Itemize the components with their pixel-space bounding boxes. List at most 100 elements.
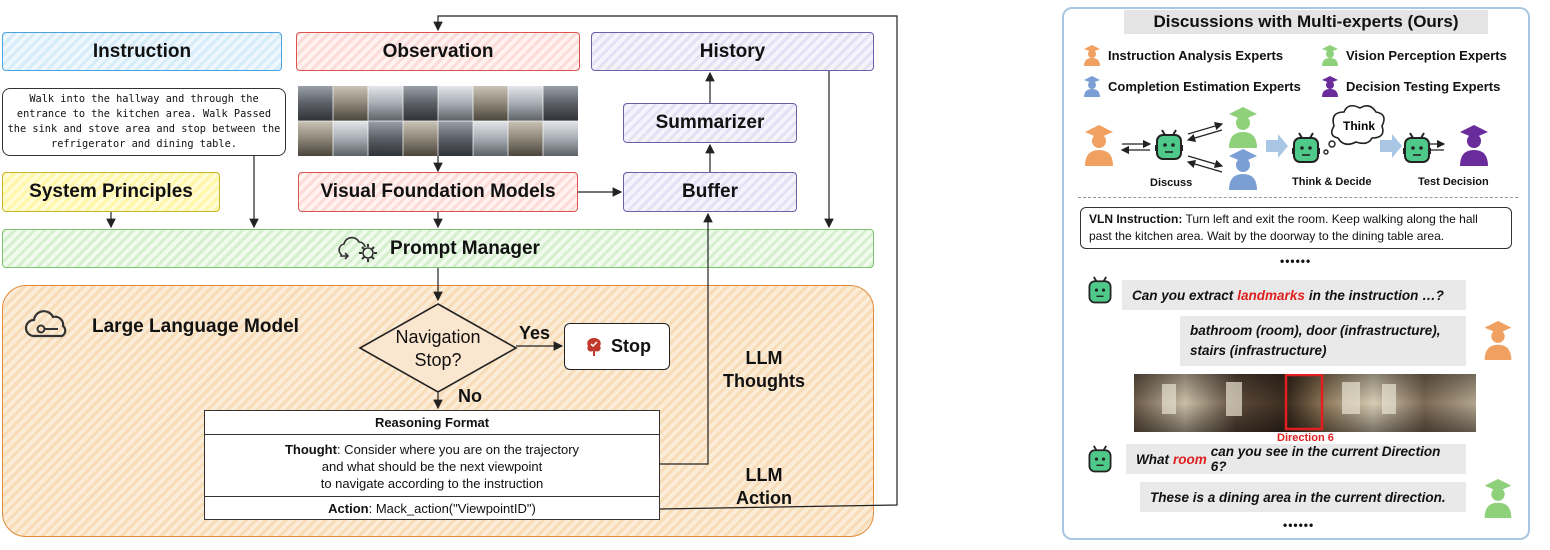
buffer-box: Buffer — [623, 172, 797, 212]
ellipsis-top: •••••• — [1280, 254, 1312, 268]
discuss-vision-expert — [1229, 107, 1257, 148]
flow-arrow-2 — [1380, 134, 1402, 158]
summarizer-box: Summarizer — [623, 103, 797, 143]
decision-text: Navigation Stop? — [358, 326, 518, 372]
robot-avatar-2 — [1088, 445, 1112, 473]
vln-text-2: past the kitchen area. Wait by the doorw… — [1089, 229, 1445, 243]
llm-action-line-1: LLM — [745, 465, 783, 485]
reasoning-title: Reasoning Format — [205, 411, 659, 435]
history-title: History — [699, 40, 766, 62]
thought-section: Thought: Consider where you are on the t… — [205, 435, 659, 497]
history-box: History — [591, 32, 874, 71]
vln-text-1: Turn left and exit the room. Keep walkin… — [1182, 212, 1478, 226]
llm-thoughts-line-2: Thoughts — [723, 371, 805, 391]
instruction-text-box: Walk into the hallway and through the en… — [2, 88, 286, 156]
reasoning-format-box: Reasoning Format Thought: Consider where… — [204, 410, 660, 520]
legend-completion-estimation-label: Completion Estimation Experts — [1108, 78, 1301, 94]
think-cloud — [1323, 104, 1385, 155]
stage-think-label: Think & Decide — [1292, 176, 1372, 188]
panel-divider — [1078, 197, 1518, 198]
discuss-completion-expert — [1229, 149, 1257, 190]
discuss-robot — [1154, 129, 1184, 160]
q1-pre: Can you extract — [1132, 287, 1234, 303]
thought-label: Thought — [284, 442, 337, 457]
buffer-title: Buffer — [682, 181, 738, 202]
prompt-manager-box: Prompt Manager — [2, 229, 874, 268]
panel-title: Discussions with Multi-experts (Ours) — [1124, 10, 1488, 34]
a2-text: These is a dining area in the current di… — [1150, 489, 1446, 505]
decision-line-2: Stop? — [414, 350, 462, 370]
vfm-title: Visual Foundation Models — [320, 181, 556, 202]
legend-instruction-analysis: Instruction Analysis Experts — [1082, 44, 1283, 66]
llm-thoughts-label: LLM Thoughts — [712, 347, 816, 393]
thought-text-3: to navigate according to the instruction — [320, 476, 544, 491]
llm-thoughts-line-1: LLM — [745, 348, 783, 368]
no-label: No — [458, 386, 482, 406]
vision-expert-icon — [1320, 44, 1340, 66]
stop-box: Stop — [564, 323, 670, 370]
action-label: Action — [328, 501, 369, 516]
stage-test-label: Test Decision — [1418, 176, 1489, 188]
a1-line-1: bathroom (room), door (infrastructure), — [1190, 323, 1441, 338]
instruction-expert-avatar — [1484, 320, 1512, 360]
observation-image — [298, 86, 578, 156]
panorama-image — [1134, 373, 1476, 432]
llm-action-label: LLM Action — [712, 464, 816, 510]
stage-discuss-label: Discuss — [1150, 177, 1193, 189]
llm-action-line-2: Action — [736, 488, 792, 508]
instruction-expert-icon — [1082, 44, 1102, 66]
vfm-box: Visual Foundation Models — [298, 172, 578, 212]
yes-label: Yes — [519, 323, 551, 343]
decision-line-1: Navigation — [395, 327, 481, 347]
vision-expert-avatar — [1484, 478, 1512, 518]
robot-avatar-1 — [1088, 276, 1112, 304]
instruction-box: Instruction — [2, 32, 282, 71]
direction-label: Direction 6 — [1277, 432, 1334, 444]
question-2-bubble: What room can you see in the current Dir… — [1126, 444, 1466, 474]
q2-highlight: room — [1173, 451, 1207, 467]
legend-vision-perception-label: Vision Perception Experts — [1346, 47, 1507, 63]
process-flow: Think — [1085, 104, 1488, 190]
legend-decision-testing-label: Decision Testing Experts — [1346, 78, 1501, 94]
action-section: Action: Mack_action("ViewpointID") — [205, 497, 659, 521]
think-robot — [1291, 132, 1321, 163]
cloud-gear-icon — [336, 235, 380, 263]
q1-post: in the instruction …? — [1308, 287, 1444, 303]
instruction-text: Walk into the hallway and through the en… — [7, 93, 281, 150]
summarizer-title: Summarizer — [655, 112, 765, 133]
observation-box: Observation — [296, 32, 580, 71]
legend-completion-estimation: Completion Estimation Experts — [1082, 75, 1301, 97]
instruction-title: Instruction — [92, 40, 192, 62]
think-bubble-text: Think — [1343, 119, 1375, 133]
llm-title: Large Language Model — [92, 316, 299, 337]
discuss-instruction-expert — [1085, 125, 1113, 166]
legend-decision-testing: Decision Testing Experts — [1320, 75, 1500, 97]
flow-arrow-1 — [1266, 134, 1288, 158]
left-connectors — [106, 15, 898, 510]
observation-title: Observation — [382, 40, 494, 62]
arrow-action-to-observation — [433, 15, 898, 510]
system-principles-box: System Principles — [2, 172, 220, 212]
ellipsis-bottom: •••••• — [1283, 518, 1315, 532]
vln-instruction-box: VLN Instruction: Turn left and exit the … — [1080, 207, 1512, 249]
prompt-manager-title: Prompt Manager — [390, 237, 540, 259]
thought-text-2: and what should be the next viewpoint — [321, 459, 543, 474]
thought-text-1: : Consider where you are on the trajecto… — [336, 442, 580, 457]
completion-expert-icon — [1082, 75, 1102, 97]
question-1-bubble: Can you extract landmarks in the instruc… — [1122, 280, 1466, 310]
a1-line-2: stairs (infrastructure) — [1190, 343, 1327, 358]
q2-pre: What — [1136, 451, 1169, 467]
stop-icon — [583, 336, 605, 358]
action-text: : Mack_action("ViewpointID") — [368, 501, 536, 516]
legend-instruction-analysis-label: Instruction Analysis Experts — [1108, 47, 1284, 63]
answer-2-bubble: These is a dining area in the current di… — [1140, 482, 1466, 512]
llm-cloud-icon — [24, 310, 72, 345]
answer-1-bubble: bathroom (room), door (infrastructure), … — [1180, 316, 1466, 366]
decision-expert-icon — [1320, 75, 1340, 97]
system-principles-title: System Principles — [29, 181, 193, 202]
arrow-thoughts-to-buffer — [660, 212, 713, 465]
test-decision-expert — [1460, 125, 1488, 166]
q2-post: can you see in the current Direction 6? — [1210, 444, 1441, 474]
legend-vision-perception: Vision Perception Experts — [1320, 44, 1507, 66]
stop-label: Stop — [611, 336, 651, 356]
